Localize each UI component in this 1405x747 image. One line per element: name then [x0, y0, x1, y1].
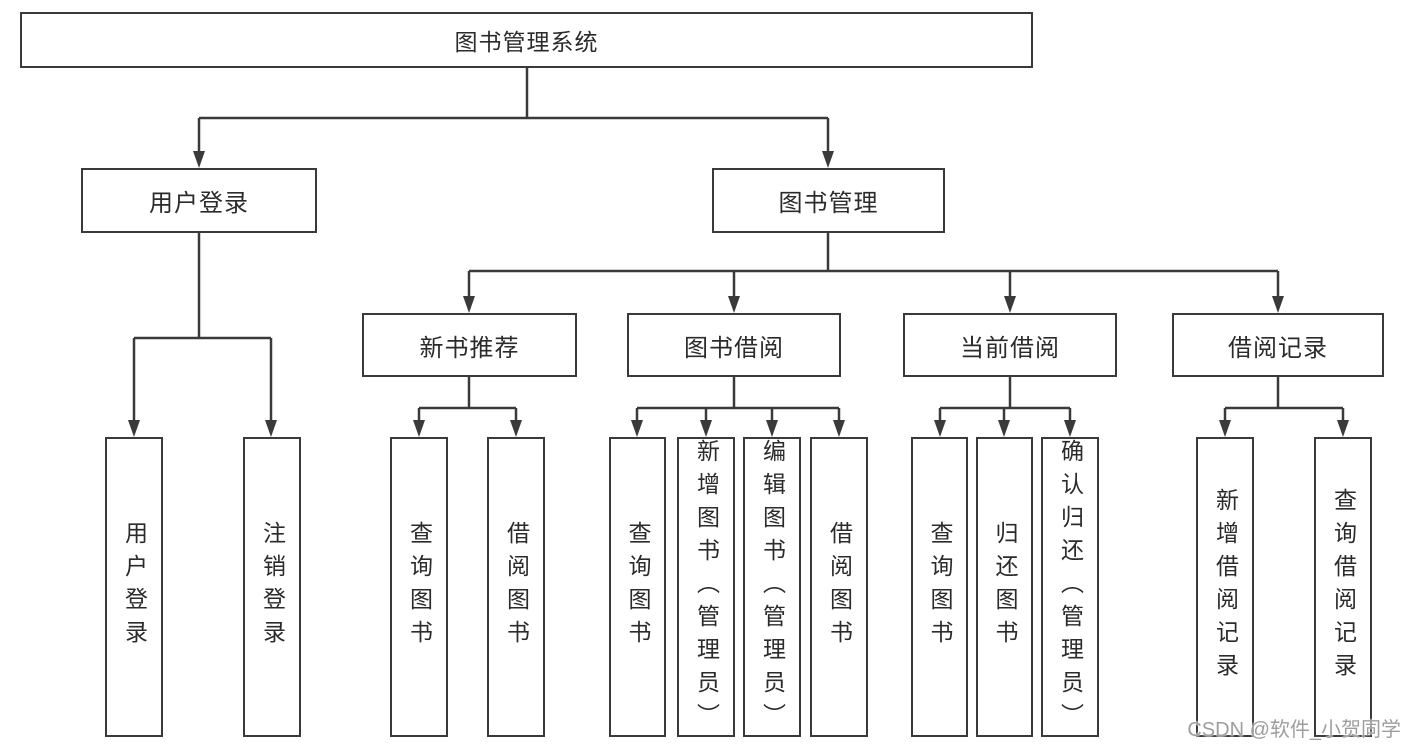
node-user-login: 用户登录	[81, 168, 317, 233]
connector-paths	[132, 68, 1345, 422]
node-book-borrow: 图书借阅	[627, 313, 841, 377]
leaf-newbook-query-books: 查询图书	[390, 437, 448, 737]
node-new-book-recommend: 新书推荐	[362, 313, 577, 377]
leaf-user-login: 用户登录	[105, 437, 163, 737]
leaf-logout: 注销登录	[243, 437, 301, 737]
node-current-borrow: 当前借阅	[903, 313, 1117, 377]
leaf-current-query-books: 查询图书	[911, 437, 968, 737]
leaf-current-return-books: 归还图书	[976, 437, 1033, 737]
node-book-management: 图书管理	[712, 168, 945, 233]
leaf-borrow-borrow-books: 借阅图书	[810, 437, 868, 737]
leaf-borrow-add-books-admin: 新增图书（管理员）	[677, 437, 735, 737]
leaf-records-add-record: 新增借阅记录	[1196, 437, 1254, 737]
leaf-borrow-query-books: 查询图书	[609, 437, 666, 737]
leaf-newbook-borrow-books: 借阅图书	[487, 437, 545, 737]
leaf-current-confirm-return-admin: 确认归还（管理员）	[1041, 437, 1099, 737]
node-borrow-records: 借阅记录	[1172, 313, 1384, 377]
leaf-borrow-edit-books-admin: 编辑图书（管理员）	[743, 437, 801, 737]
arrowhead-icons	[128, 151, 1349, 437]
watermark: CSDN @软件_小贺同学	[1187, 719, 1401, 741]
node-root: 图书管理系统	[20, 12, 1033, 68]
leaf-records-query-record: 查询借阅记录	[1314, 437, 1372, 737]
